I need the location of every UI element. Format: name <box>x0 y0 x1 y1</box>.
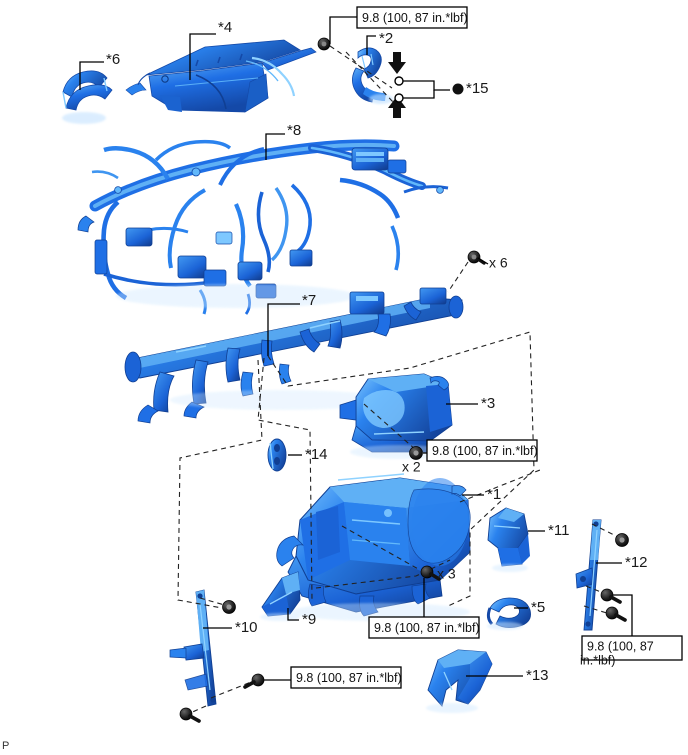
corner-mark: P <box>2 740 9 752</box>
callout-label-1: *1 <box>487 486 501 503</box>
fastener-bolt <box>605 606 627 622</box>
torque-value: 9.8 (100, 87 in.*lbf) <box>362 11 468 25</box>
fastener-bolt <box>179 707 201 723</box>
fastener-bolt <box>243 673 265 689</box>
part-duct-hose <box>62 70 113 124</box>
fasteners <box>179 37 629 723</box>
quantity-label-x2: x 2 <box>402 459 421 475</box>
fastener-nut <box>409 446 423 460</box>
torque-value-line1: 9.8 (100, 87 <box>587 639 654 653</box>
torque-value: 9.8 (100, 87 in.*lbf) <box>432 444 538 458</box>
part-center-brace-stay <box>169 589 217 707</box>
torque-value: 9.8 (100, 87 in.*lbf) <box>374 621 480 635</box>
arrow-up-icon <box>388 96 406 118</box>
marker-group-15 <box>388 52 464 118</box>
callout-label-4: *4 <box>218 19 232 36</box>
part-reinforcement-brace <box>575 519 602 631</box>
callout-leaders <box>79 33 622 677</box>
fastener-bolt <box>420 565 441 581</box>
part-grommet-plate <box>267 438 287 472</box>
callout-label-6: *6 <box>106 51 120 68</box>
part-floor-duct <box>426 649 493 713</box>
callout-label-13: *13 <box>526 667 549 684</box>
fastener-nut <box>317 37 331 51</box>
part-instrument-panel-wire-harness <box>77 139 449 315</box>
callout-label-2: *2 <box>379 30 393 47</box>
callout-label-12: *12 <box>625 554 648 571</box>
torque-label-4: 9.8 (100, 87 in.*lbf) <box>290 666 402 689</box>
callout-label-3: *3 <box>481 395 495 412</box>
torque-value-line2: in.*lbf) <box>580 653 615 667</box>
torque-value: 9.8 (100, 87 in.*lbf) <box>296 671 402 685</box>
torque-label-5: 9.8 (100, 87 in.*lbf) <box>580 635 683 667</box>
callout-label-14: *14 <box>305 446 328 463</box>
fastener-nut <box>222 600 236 614</box>
callout-label-11: *11 <box>548 522 569 539</box>
part-small-bracket <box>352 47 393 104</box>
part-instrument-panel-reinforcement <box>124 287 464 424</box>
callout-label-5: *5 <box>531 599 545 616</box>
quantity-label-x6: x 6 <box>489 255 508 271</box>
callout-label-9: *9 <box>302 611 316 628</box>
bullet-marker-icon <box>452 83 464 95</box>
part-air-conditioning-unit-assembly <box>276 473 471 621</box>
torque-label-2: 9.8 (100, 87 in.*lbf) <box>426 439 538 462</box>
quantity-label-x3: x 3 <box>437 566 456 582</box>
torque-label-1: 9.8 (100, 87 in.*lbf) <box>356 6 468 29</box>
callout-label-15: *15 <box>466 80 489 97</box>
part-side-bracket <box>260 571 301 621</box>
part-bracket-support <box>487 507 530 572</box>
part-blower-unit-case <box>339 373 453 459</box>
connection-point-lower <box>394 93 404 103</box>
fastener-nut <box>467 250 486 265</box>
callout-label-8: *8 <box>287 122 301 139</box>
arrow-down-icon <box>388 52 406 74</box>
torque-label-3: 9.8 (100, 87 in.*lbf) <box>368 616 480 639</box>
callout-label-10: *10 <box>235 619 258 636</box>
part-duct-elbow <box>486 597 531 630</box>
fastener-nut <box>615 533 629 547</box>
callout-label-7: *7 <box>302 292 316 309</box>
connection-point-upper <box>394 76 404 86</box>
part-defroster-nozzle-duct <box>125 39 317 113</box>
